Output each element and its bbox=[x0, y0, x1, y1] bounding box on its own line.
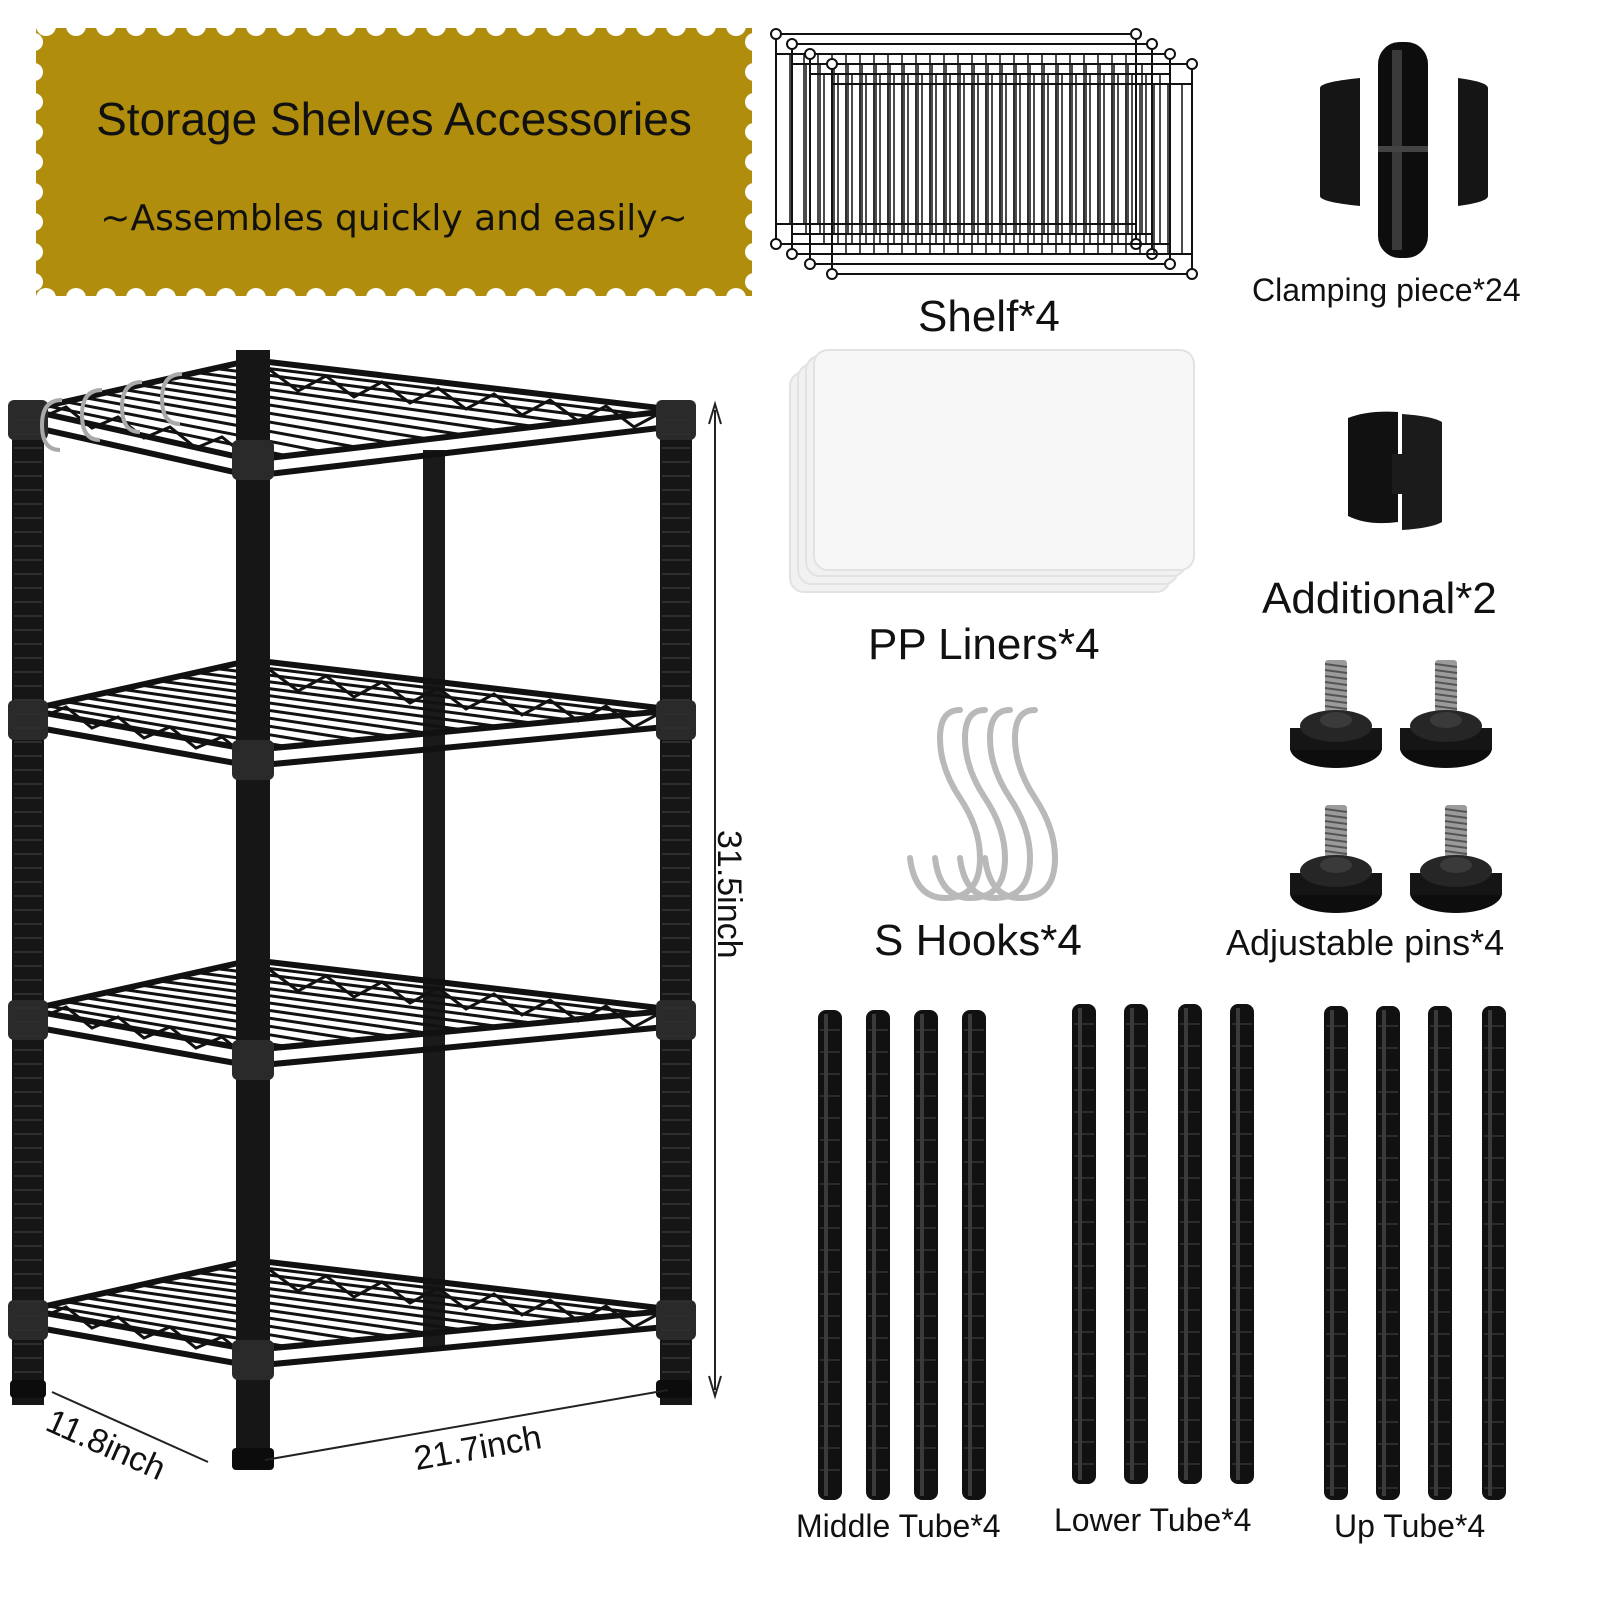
wire-shelf-icon bbox=[770, 28, 1198, 280]
up-tube-label: Up Tube*4 bbox=[1334, 1508, 1486, 1544]
tubes-illustration bbox=[818, 1004, 1506, 1500]
additional-clamp-icon bbox=[1348, 411, 1442, 530]
adjustable-pins-label: Adjustable pins*4 bbox=[1226, 922, 1505, 963]
height-dimension: 31.5inch bbox=[710, 830, 748, 959]
lower-tube-label: Lower Tube*4 bbox=[1054, 1502, 1252, 1538]
additional-label: Additional*2 bbox=[1262, 574, 1497, 623]
clamping-piece-label: Clamping piece*24 bbox=[1252, 272, 1521, 308]
s-hooks-icon bbox=[907, 707, 1059, 902]
shelf-label: Shelf*4 bbox=[918, 292, 1060, 341]
s-hooks-label: S Hooks*4 bbox=[874, 916, 1082, 965]
banner-title: Storage Shelves Accessories bbox=[96, 93, 692, 145]
pp-liners-icon bbox=[789, 349, 1195, 593]
pp-liners-label: PP Liners*4 bbox=[868, 620, 1100, 669]
banner-subtitle: ~Assembles quickly and easily~ bbox=[100, 198, 688, 239]
title-banner bbox=[25, 16, 763, 308]
shelving-unit-illustration bbox=[8, 350, 722, 1470]
banner-background bbox=[36, 28, 752, 296]
clamping-piece-icon bbox=[1320, 42, 1488, 258]
middle-tube-label: Middle Tube*4 bbox=[796, 1508, 1001, 1544]
adjustable-pins-icon bbox=[1290, 660, 1502, 913]
